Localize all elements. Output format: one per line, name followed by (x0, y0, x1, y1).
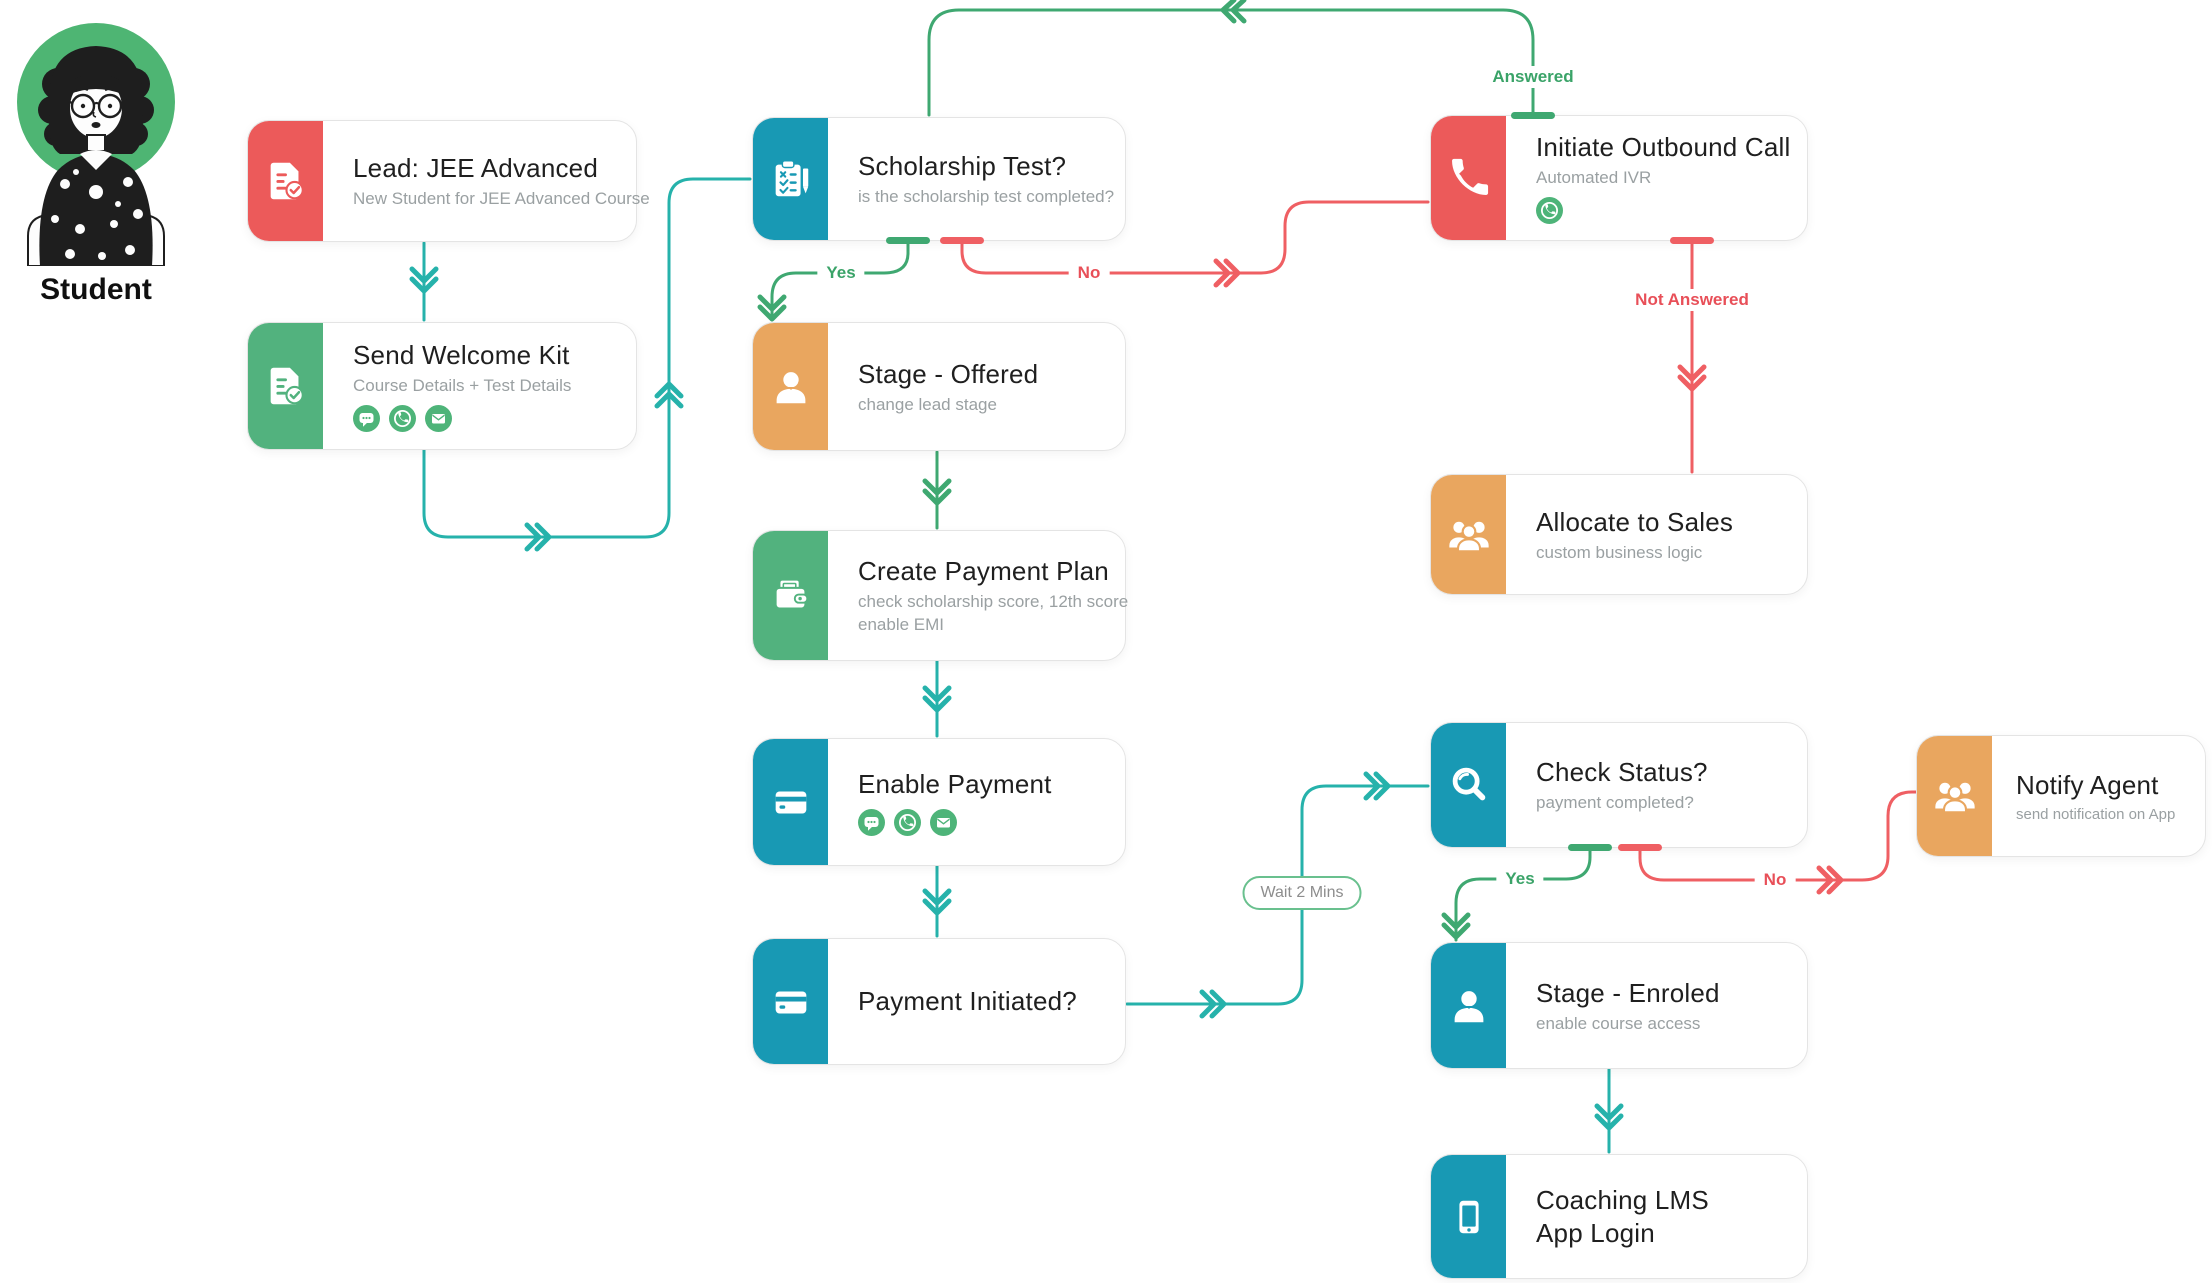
channel-badges (858, 808, 1117, 836)
node-enable-payment[interactable]: Enable Payment (752, 738, 1126, 866)
whatsapp-icon (894, 808, 921, 836)
node-subtitle: payment completed? (1536, 793, 1694, 812)
persona-student: Student (10, 14, 182, 307)
whatsapp-icon (1536, 197, 1563, 224)
node-title: Stage - Offered (858, 358, 1039, 389)
node-title: Coaching LMS (1536, 1184, 1709, 1215)
node-subtitle: is the scholarship test completed? (858, 187, 1115, 206)
node-send-welcome-kit[interactable]: Send Welcome Kit Course Details + Test D… (247, 322, 637, 450)
document-check-icon (248, 323, 323, 449)
whatsapp-icon (389, 405, 416, 432)
node-subtitle: check scholarship score, 12th score (858, 592, 1129, 611)
edge-label-answered: Answered (1483, 66, 1583, 88)
email-icon (425, 405, 452, 432)
node-title: Create Payment Plan (858, 556, 1109, 586)
email-icon (930, 808, 957, 836)
clipboard-checklist-icon (753, 118, 828, 240)
node-title: Send Welcome Kit (353, 340, 570, 370)
channel-badges (1536, 197, 1799, 224)
node-title: Enable Payment (858, 768, 1052, 799)
edge-label-no-check: No (1754, 869, 1796, 891)
magnifier-icon (1431, 723, 1506, 847)
node-title: Payment Initiated? (858, 986, 1077, 1016)
node-title: Notify Agent (2016, 769, 2159, 800)
node-stage-enroled[interactable]: Stage - Enroled enable course access (1430, 942, 1808, 1069)
node-initiate-outbound-call[interactable]: Initiate Outbound Call Automated IVR (1430, 115, 1808, 241)
person-icon (753, 323, 828, 450)
wallet-icon (753, 531, 828, 660)
node-check-status[interactable]: Check Status? payment completed? (1430, 722, 1808, 848)
credit-card-icon (753, 939, 828, 1064)
node-lead-jee-advanced[interactable]: Lead: JEE Advanced New Student for JEE A… (247, 120, 650, 242)
document-check-icon (248, 121, 323, 241)
node-subtitle: New Student for JEE Advanced Course (353, 189, 650, 208)
phone-icon (1431, 116, 1506, 240)
student-avatar (17, 23, 175, 267)
chat-icon (353, 405, 380, 432)
node-title: Lead: JEE Advanced (353, 153, 599, 183)
node-stage-offered[interactable]: Stage - Offered change lead stage (752, 322, 1126, 451)
person-icon (1431, 943, 1506, 1068)
node-subtitle-line2: enable EMI (858, 615, 944, 634)
chat-icon (858, 808, 885, 836)
people-group-icon (1431, 475, 1506, 594)
node-subtitle: Course Details + Test Details (353, 376, 572, 395)
channel-badges (353, 405, 628, 432)
node-subtitle: send notification on App (2016, 805, 2176, 823)
node-title: Initiate Outbound Call (1536, 132, 1791, 162)
node-subtitle: Automated IVR (1536, 168, 1652, 187)
edge-label-yes-scholarship: Yes (817, 262, 865, 284)
node-allocate-to-sales[interactable]: Allocate to Sales custom business logic (1430, 474, 1808, 595)
node-title-line2: App Login (1536, 1217, 1655, 1248)
node-create-payment-plan[interactable]: Create Payment Plan check scholarship sc… (752, 530, 1129, 661)
credit-card-icon (753, 739, 828, 865)
persona-label: Student (40, 273, 152, 306)
node-title: Check Status? (1536, 757, 1708, 787)
edge-label-no-scholarship: No (1068, 262, 1110, 284)
node-notify-agent[interactable]: Notify Agent send notification on App (1916, 735, 2206, 857)
node-subtitle: enable course access (1536, 1013, 1701, 1033)
node-coaching-lms-app-login[interactable]: Coaching LMS App Login (1430, 1154, 1808, 1279)
smartphone-icon (1431, 1155, 1506, 1278)
node-title: Scholarship Test? (858, 151, 1067, 181)
node-subtitle: change lead stage (858, 394, 997, 414)
edge-label-not-answered: Not Answered (1626, 289, 1758, 311)
edge-label-yes-check: Yes (1496, 868, 1544, 890)
wait-timer-pill: Wait 2 Mins (1242, 876, 1362, 910)
node-scholarship-test[interactable]: Scholarship Test? is the scholarship tes… (752, 117, 1126, 241)
node-title: Stage - Enroled (1536, 977, 1720, 1008)
people-group-icon (1917, 736, 1992, 856)
node-subtitle: custom business logic (1536, 542, 1703, 562)
node-title: Allocate to Sales (1536, 506, 1734, 537)
node-payment-initiated[interactable]: Payment Initiated? (752, 938, 1126, 1065)
